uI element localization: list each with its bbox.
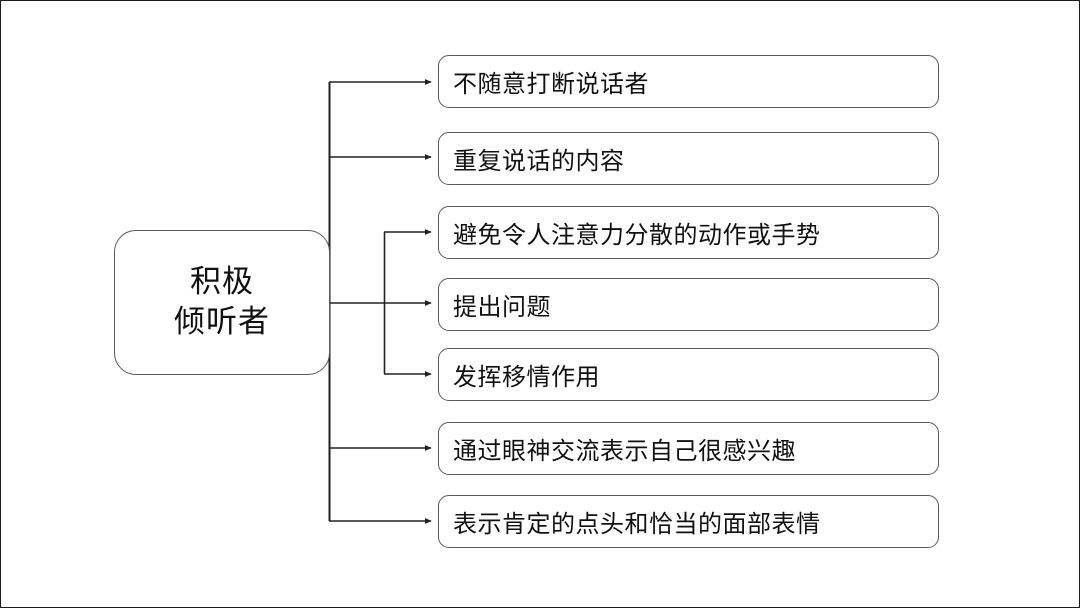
branch-node-label: 表示肯定的点头和恰当的面部表情 (453, 510, 821, 538)
root-node[interactable]: 积极 倾听者 (114, 230, 330, 375)
branch-node-label: 发挥移情作用 (453, 363, 600, 391)
branch-node-label: 不随意打断说话者 (453, 70, 649, 98)
branch-node-2[interactable]: 避免令人注意力分散的动作或手势 (438, 206, 939, 259)
branch-node-label: 重复说话的内容 (453, 147, 625, 175)
branch-node-6[interactable]: 表示肯定的点头和恰当的面部表情 (438, 495, 939, 548)
branch-node-0[interactable]: 不随意打断说话者 (438, 55, 939, 108)
branch-node-label: 提出问题 (453, 293, 551, 321)
branch-node-1[interactable]: 重复说话的内容 (438, 132, 939, 185)
branch-node-4[interactable]: 发挥移情作用 (438, 348, 939, 401)
branch-node-label: 避免令人注意力分散的动作或手势 (453, 221, 821, 249)
branch-node-3[interactable]: 提出问题 (438, 278, 939, 331)
branch-node-5[interactable]: 通过眼神交流表示自己很感兴趣 (438, 422, 939, 475)
root-node-label: 积极 倾听者 (174, 263, 270, 340)
branch-node-label: 通过眼神交流表示自己很感兴趣 (453, 437, 796, 465)
